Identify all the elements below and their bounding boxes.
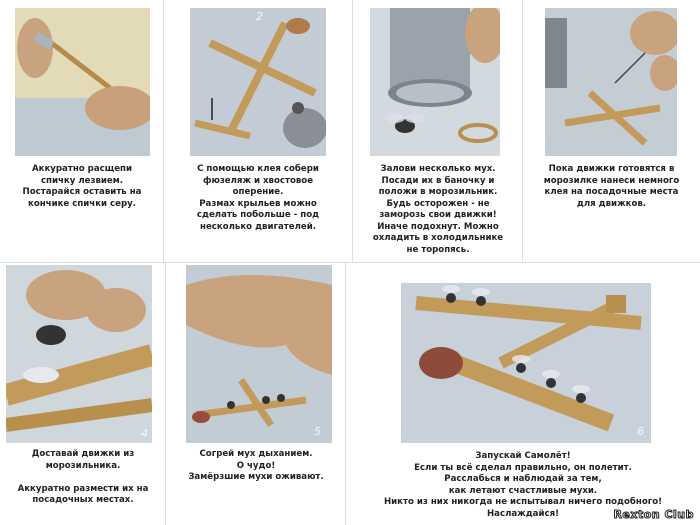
step-3: Залови несколько мух. Посади их в баночк… [353, 0, 523, 262]
step-1-text: Аккуратно расщепи спичку лезвием. Постар… [22, 164, 142, 209]
step-5: 4 Доставай движки из морозильника. Аккур… [0, 263, 166, 525]
step-2-text: С помощью клея собери фюзеляж и хвостово… [196, 164, 320, 232]
placing-flies-drawing [6, 270, 152, 432]
step-6: 5 Согрей мух дыханием. О чудо! Замёрзшие… [166, 263, 346, 525]
step-2-illustration: 2 [190, 8, 326, 156]
warming-flies-drawing [186, 275, 332, 427]
step-6-text: Согрей мух дыханием. О чудо! Замёрзшие м… [188, 449, 324, 482]
step-5-text: Доставай движки из морозильника. Аккурат… [17, 449, 149, 505]
step-number: 4 [141, 427, 148, 440]
fly-jar-drawing [385, 8, 500, 143]
step-6-illustration: 5 [186, 265, 332, 443]
step-1: Аккуратно расщепи спичку лезвием. Постар… [0, 0, 164, 262]
step-5-illustration: 4 [6, 265, 152, 443]
step-3-text: Залови несколько мух. Посади их в баночк… [372, 164, 504, 255]
step-4: Пока движки готовятся в морозилке нанеси… [523, 0, 700, 262]
step-number: 6 [637, 425, 644, 438]
step-3-illustration [370, 8, 500, 156]
step-number: 5 [314, 425, 321, 438]
watermark: Rexton Club [613, 508, 694, 522]
step-4-illustration [545, 8, 677, 156]
step-7-illustration: 6 [401, 283, 651, 443]
step-4-text: Пока движки готовятся в морозилке нанеси… [543, 164, 680, 209]
split-match-drawing [15, 8, 150, 156]
step-2: 2 С помощью клея собери фюзеляж и хвосто… [164, 0, 353, 262]
fuselage-assembly-drawing [194, 18, 326, 148]
step-number: 2 [256, 10, 263, 23]
step-7-text: Запускай Самолёт! Если ты всё сделал пра… [383, 451, 663, 519]
glue-application-drawing [545, 11, 677, 146]
fly-powered-plane-drawing [415, 285, 642, 432]
step-7: 6 Запускай Самолёт! Если ты всё сделал п… [346, 263, 700, 525]
step-1-illustration [15, 8, 150, 156]
